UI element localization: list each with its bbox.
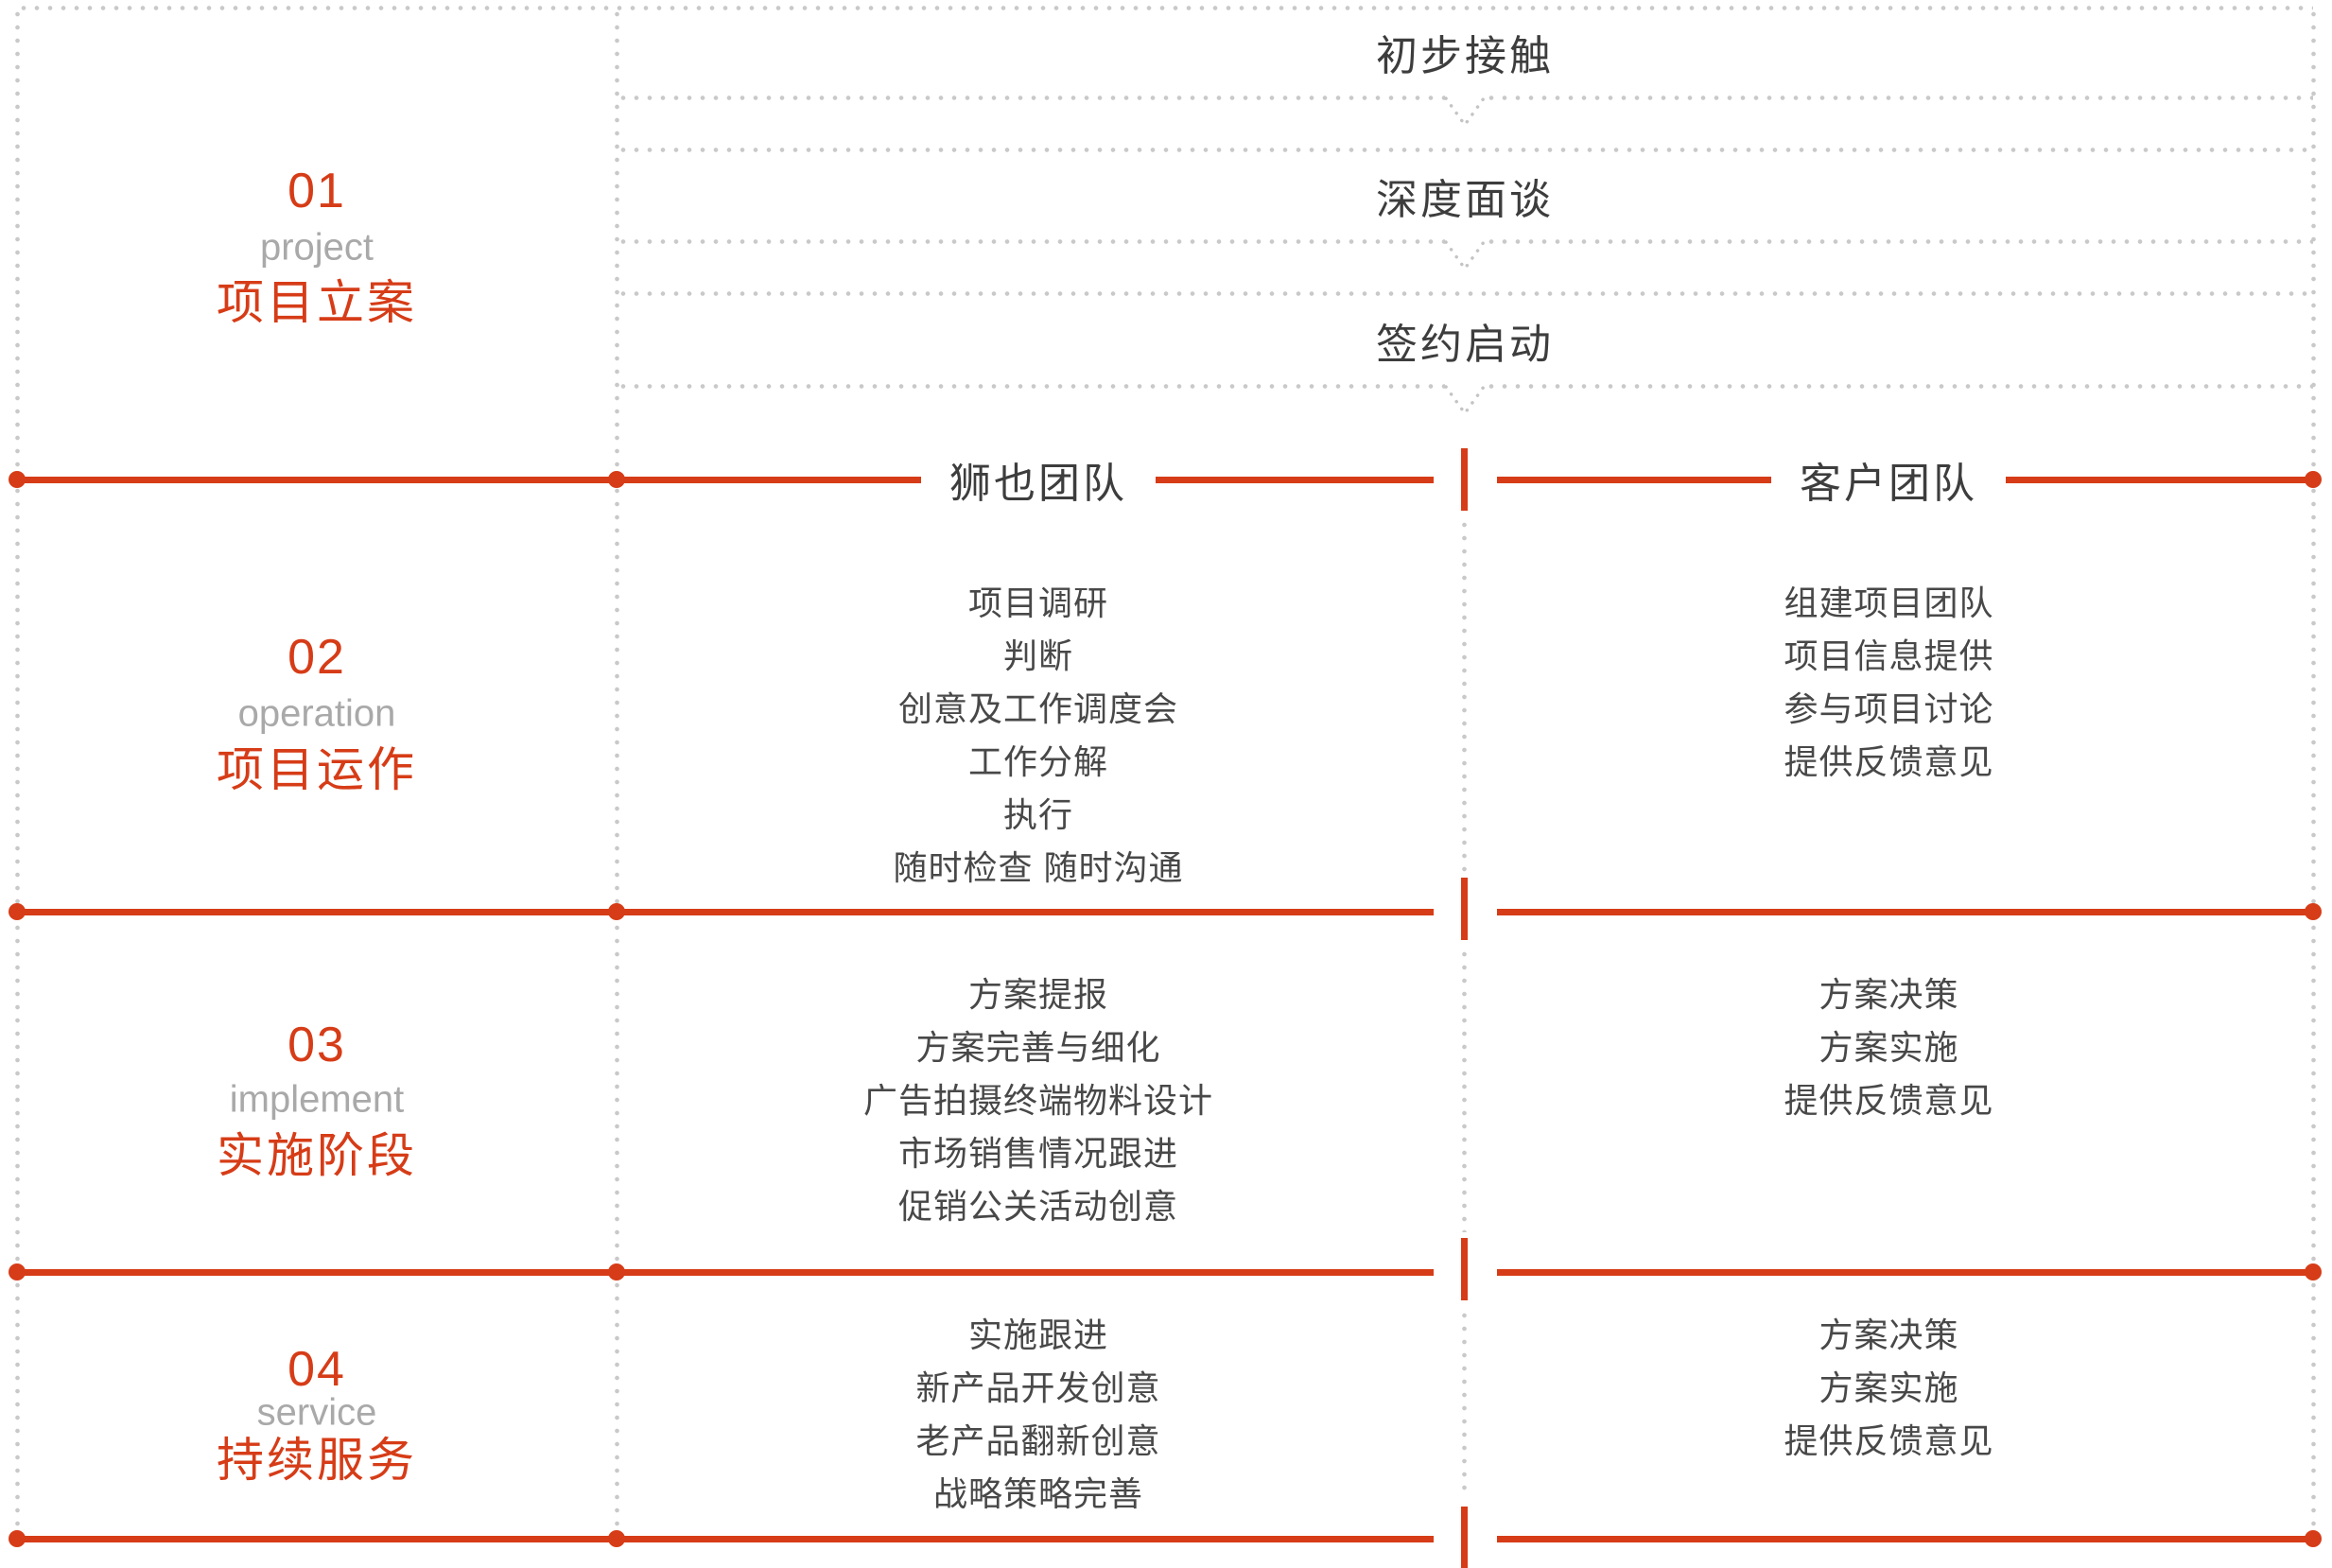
list-item: 广告拍摄终端物料设计 (862, 1081, 1213, 1120)
divider-tick (1461, 1238, 1468, 1300)
node-dot (608, 471, 625, 488)
phase-line-2-left (17, 909, 1434, 915)
list-item: 提供反馈意见 (1784, 1081, 1994, 1120)
node-dot (608, 1263, 625, 1281)
list-item: 方案实施 (1819, 1368, 1959, 1407)
list-item: 项目信息提供 (1784, 636, 1994, 675)
stage-1-number: 01 (287, 164, 346, 218)
node-dot (608, 903, 625, 920)
chevron-down-icon (1444, 96, 1486, 129)
divider-tick (1461, 448, 1468, 511)
intro-separator-2 (617, 148, 2313, 152)
list-item: 方案完善与细化 (915, 1028, 1161, 1067)
list-item: 方案决策 (1819, 1315, 1959, 1354)
list-item: 工作分解 (967, 742, 1108, 781)
phase-line-3-left (17, 1269, 1434, 1276)
list-item: 创意及工作调度会 (897, 689, 1178, 728)
intro-step-1: 初步接触 (1376, 33, 1554, 79)
team-divider-segment (1462, 948, 1467, 1232)
divider-tick (1461, 878, 1468, 940)
intro-separator-3-right (1485, 239, 2313, 244)
list-item: 提供反馈意见 (1784, 742, 1994, 781)
right-border (2311, 8, 2316, 1539)
list-item: 老产品翻新创意 (915, 1421, 1161, 1460)
intro-separator-5-left (617, 384, 1445, 389)
phase-3-team-list: 方案提报 方案完善与细化 广告拍摄终端物料设计 市场销售情况跟进 促销公关活动创… (622, 968, 1454, 1233)
left-border (15, 8, 20, 1539)
phase-2-team-list: 项目调研 判断 创意及工作调度会 工作分解 执行 随时检查 随时沟通 (622, 577, 1454, 895)
node-dot (2305, 1530, 2322, 1547)
phase-line-3-right (1497, 1269, 2313, 1276)
stage-3-title: 实施阶段 (217, 1129, 417, 1182)
stage-4-english: service (256, 1391, 377, 1434)
list-item: 项目调研 (967, 584, 1108, 622)
list-item: 实施跟进 (967, 1315, 1108, 1354)
stage-column-divider (615, 8, 619, 1539)
phase-line-2-right (1497, 909, 2313, 915)
node-dot (2305, 471, 2322, 488)
intro-separator-3-left (617, 239, 1445, 244)
phase-2-client-list: 组建项目团队 项目信息提供 参与项目讨论 提供反馈意见 (1471, 577, 2307, 789)
node-dot (608, 1530, 625, 1547)
stage-2-title: 项目运作 (217, 743, 417, 796)
intro-separator-1-right (1485, 96, 2313, 100)
team-divider-segment (1462, 518, 1467, 872)
list-item: 组建项目团队 (1784, 584, 1994, 622)
stage-4-number: 04 (287, 1342, 346, 1397)
list-item: 战略策略完善 (932, 1474, 1143, 1513)
intro-step-2: 深度面谈 (1376, 177, 1554, 223)
list-item: 新产品开发创意 (915, 1368, 1161, 1407)
list-item: 执行 (1002, 795, 1073, 834)
stage-2-english: operation (237, 692, 396, 735)
phase-line-1-left (17, 477, 1434, 483)
phase-3-client-list: 方案决策 方案实施 提供反馈意见 (1471, 968, 2307, 1127)
list-item: 方案实施 (1819, 1028, 1959, 1067)
intro-separator-5-right (1485, 384, 2313, 389)
phase-line-4-left (17, 1536, 1434, 1542)
list-item: 提供反馈意见 (1784, 1421, 1994, 1460)
node-dot (9, 471, 26, 488)
phase-4-team-list: 实施跟进 新产品开发创意 老产品翻新创意 战略策略完善 (622, 1309, 1454, 1521)
stage-3-number: 03 (287, 1018, 346, 1072)
stage-1-english: project (259, 226, 374, 269)
phase-line-4-right (1497, 1536, 2313, 1542)
chevron-down-icon (1444, 385, 1486, 417)
chevron-down-icon (1444, 240, 1486, 272)
intro-separator-4 (617, 291, 2313, 296)
node-dot (9, 1530, 26, 1547)
team-header-client: 客户团队 (1771, 449, 2006, 510)
list-item: 方案决策 (1819, 975, 1959, 1014)
stage-4-title: 持续服务 (217, 1434, 417, 1487)
list-item: 方案提报 (967, 975, 1108, 1014)
node-dot (9, 903, 26, 920)
top-border (17, 6, 2313, 10)
team-header-shiye: 狮也团队 (921, 449, 1156, 510)
list-item: 促销公关活动创意 (897, 1187, 1178, 1226)
stage-1-title: 项目立案 (217, 276, 417, 329)
list-item: 市场销售情况跟进 (897, 1134, 1178, 1173)
node-dot (2305, 903, 2322, 920)
node-dot (2305, 1263, 2322, 1281)
phase-4-client-list: 方案决策 方案实施 提供反馈意见 (1471, 1309, 2307, 1468)
list-item: 参与项目讨论 (1784, 689, 1994, 728)
intro-separator-1-left (617, 96, 1445, 100)
node-dot (9, 1263, 26, 1281)
list-item: 判断 (1002, 636, 1073, 675)
divider-tick (1461, 1507, 1468, 1568)
intro-step-3: 签约启动 (1376, 322, 1554, 368)
stage-3-english: implement (229, 1078, 405, 1121)
stage-2-number: 02 (287, 630, 346, 685)
team-divider-segment (1462, 1309, 1467, 1498)
list-item: 随时检查 随时沟通 (893, 848, 1184, 887)
